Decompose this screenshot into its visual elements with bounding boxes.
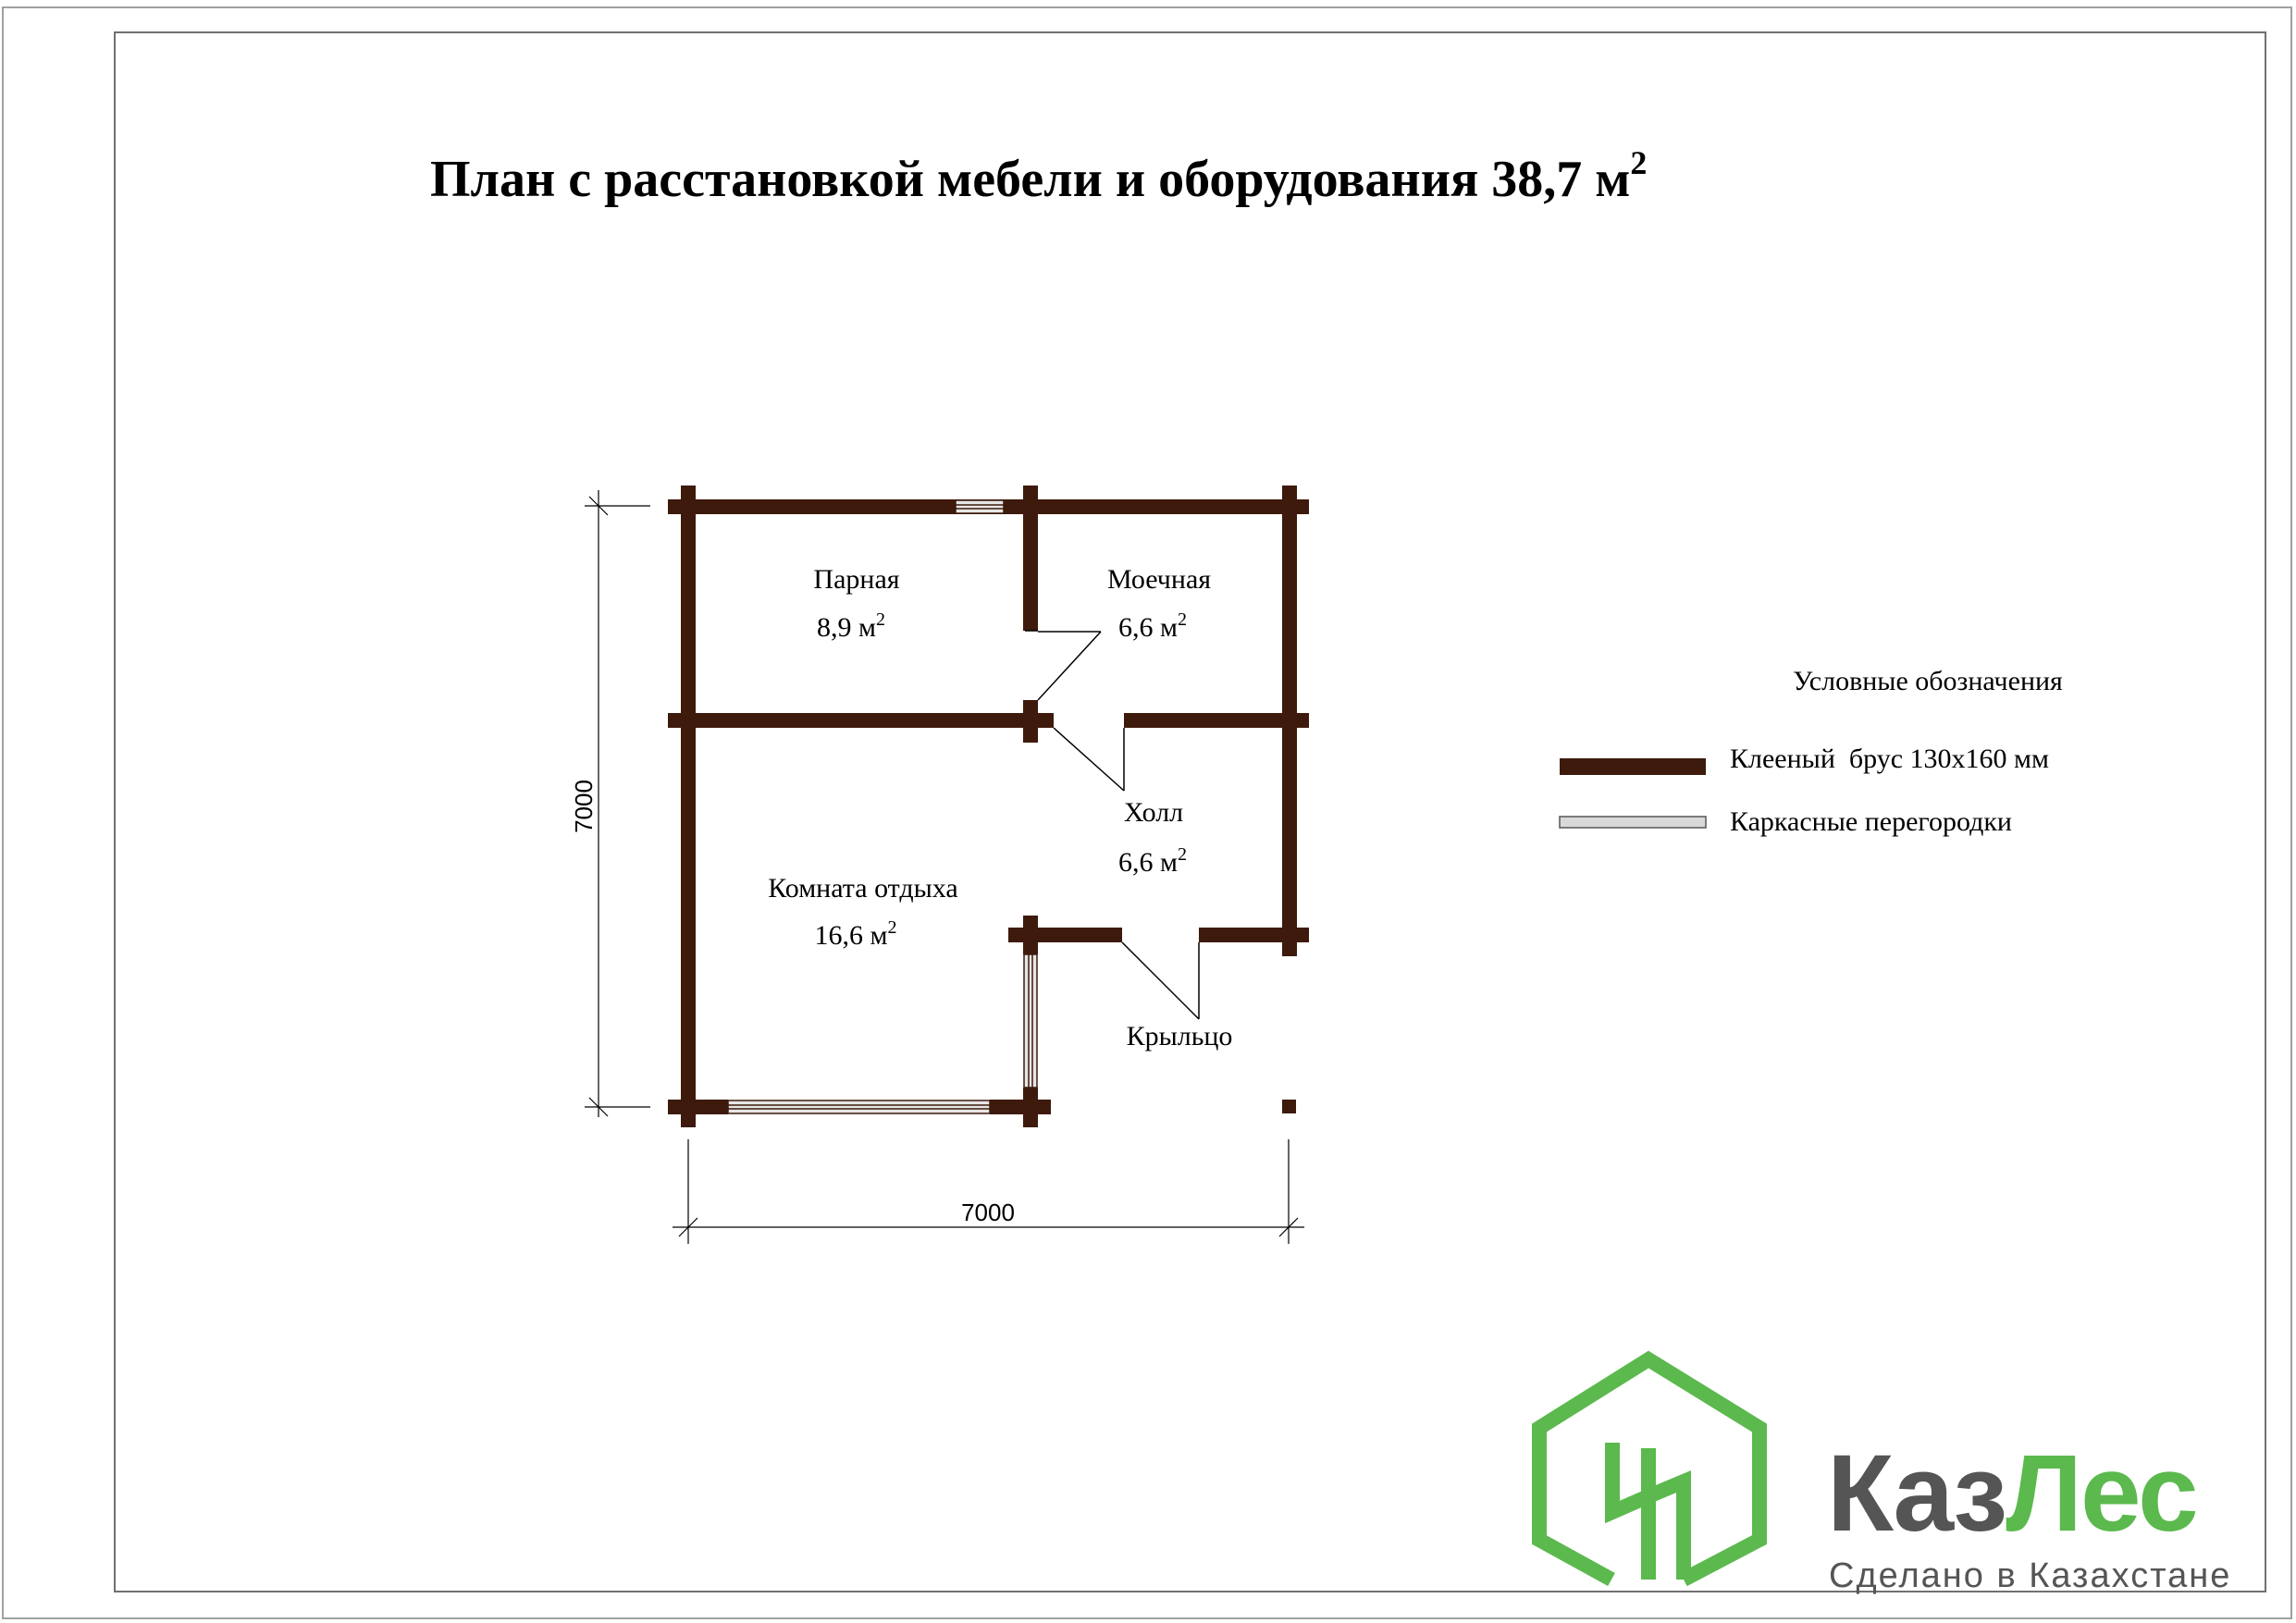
window-top — [955, 499, 1005, 514]
room-komnata-area: 16,6 м2 — [815, 917, 897, 951]
frame-partitions — [727, 499, 1038, 1114]
legend: Условные обозначения Клееный брус 130х16… — [1559, 666, 2063, 837]
house-logo-icon — [1532, 1350, 1767, 1587]
dimension-width-label: 7000 — [961, 1199, 1015, 1226]
door-porch-leaf — [1121, 941, 1200, 1020]
timber-walls — [668, 486, 1309, 1127]
wall-left — [681, 486, 696, 1127]
legend-title: Условные обозначения — [1793, 666, 2063, 696]
porch-post — [1282, 1100, 1296, 1113]
glazing-bottom — [727, 1100, 991, 1114]
room-parnaya-name: Парная — [813, 564, 899, 595]
room-moechnaya-name: Моечная — [1107, 564, 1211, 595]
legend-timber-swatch — [1560, 758, 1706, 775]
wall-bottom-right-stub — [990, 1100, 1051, 1114]
wall-middle-right — [1124, 713, 1309, 728]
page-title: План с расстановкой мебели и оборудовани… — [430, 144, 1647, 208]
wall-hall-bottom-right — [1199, 928, 1309, 942]
logo-name: КазЛес — [1827, 1432, 2197, 1555]
wall-post-komnata — [1023, 916, 1038, 954]
title-superscript: 2 — [1630, 144, 1647, 181]
legend-frame-label: Каркасные перегородки — [1730, 806, 2012, 837]
kazles-logo: КазЛес Сделано в Казахстане — [1532, 1350, 2231, 1595]
door-swings — [1025, 630, 1200, 1020]
wall-right — [1282, 486, 1297, 956]
wall-bottom-left-stub — [668, 1100, 728, 1114]
room-krylco-name: Крыльцо — [1127, 1021, 1233, 1051]
door-holl-leaf — [1053, 727, 1125, 792]
logo-tagline: Сделано в Казахстане — [1829, 1556, 2231, 1595]
glazing-vertical — [1023, 953, 1038, 1088]
wall-middle-left — [668, 713, 1054, 728]
room-komnata-name: Комната отдыха — [768, 873, 957, 904]
room-holl-area: 6,6 м2 — [1118, 844, 1187, 878]
room-parnaya-area: 8,9 м2 — [817, 609, 885, 643]
room-moechnaya-area: 6,6 м2 — [1118, 609, 1187, 643]
wall-partition-upper — [1023, 486, 1038, 631]
room-labels: Парная 8,9 м2 Моечная 6,6 м2 Холл 6,6 м2… — [768, 564, 1232, 1051]
dimension-lines — [585, 490, 1304, 1244]
wall-post-bottom — [1023, 1088, 1038, 1127]
room-holl-name: Холл — [1124, 797, 1183, 828]
door-moechnaya-leaf — [1037, 631, 1102, 701]
legend-timber-label: Клееный брус 130х160 мм — [1730, 744, 2049, 774]
sheet-frame — [2, 6, 2292, 1619]
wall-partition-upper-post — [1023, 700, 1038, 743]
dimension-height-label: 7000 — [570, 780, 598, 833]
legend-frame-swatch — [1559, 816, 1707, 829]
